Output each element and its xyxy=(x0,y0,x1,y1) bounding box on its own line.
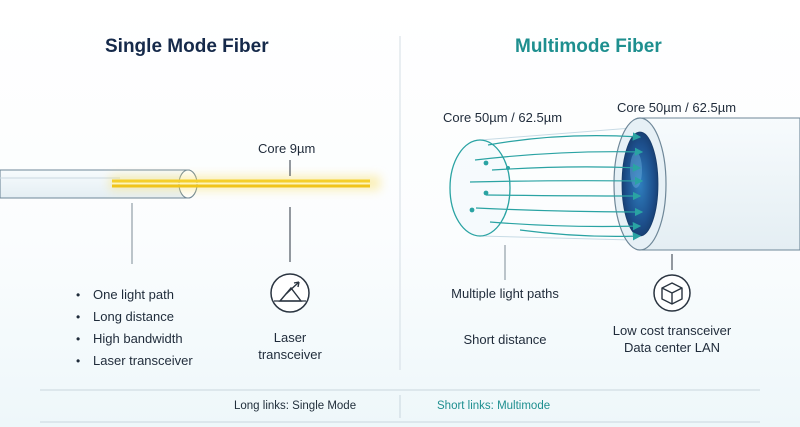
laser-prism-icon xyxy=(270,273,310,313)
single-core-label: Core 9µm xyxy=(258,141,316,156)
short-distance-label: Short distance xyxy=(463,332,547,347)
multi-entry-core-label: Core 50µm / 62.5µm xyxy=(443,110,563,125)
single-feature-list: One light path Long distance High bandwi… xyxy=(76,284,193,372)
laser-transceiver-label: Laser transceiver xyxy=(258,330,322,362)
list-item: Laser transceiver xyxy=(76,350,193,372)
multimode-entry-cone xyxy=(449,127,633,241)
light-path-dots xyxy=(469,160,510,213)
laser-beam xyxy=(110,176,380,190)
multimode-light-paths xyxy=(469,132,644,241)
cube-icon xyxy=(653,274,691,312)
multimode-title: Multimode Fiber xyxy=(515,36,662,57)
footer-short-links: Short links: Multimode xyxy=(437,400,551,412)
list-item: Long distance xyxy=(76,306,193,328)
list-item: High bandwidth xyxy=(76,328,193,350)
list-item: One light path xyxy=(76,284,193,306)
footer-long-links: Long links: Single Mode xyxy=(234,400,357,412)
multiple-light-paths-label: Multiple light paths xyxy=(451,286,559,301)
multi-exit-core-label: Core 50µm / 62.5µm xyxy=(617,100,737,115)
single-mode-title: Single Mode Fiber xyxy=(105,36,269,57)
multimode-fiber-cable xyxy=(613,117,800,251)
low-cost-transceiver-label: Low cost transceiver Data center LAN xyxy=(612,323,732,355)
